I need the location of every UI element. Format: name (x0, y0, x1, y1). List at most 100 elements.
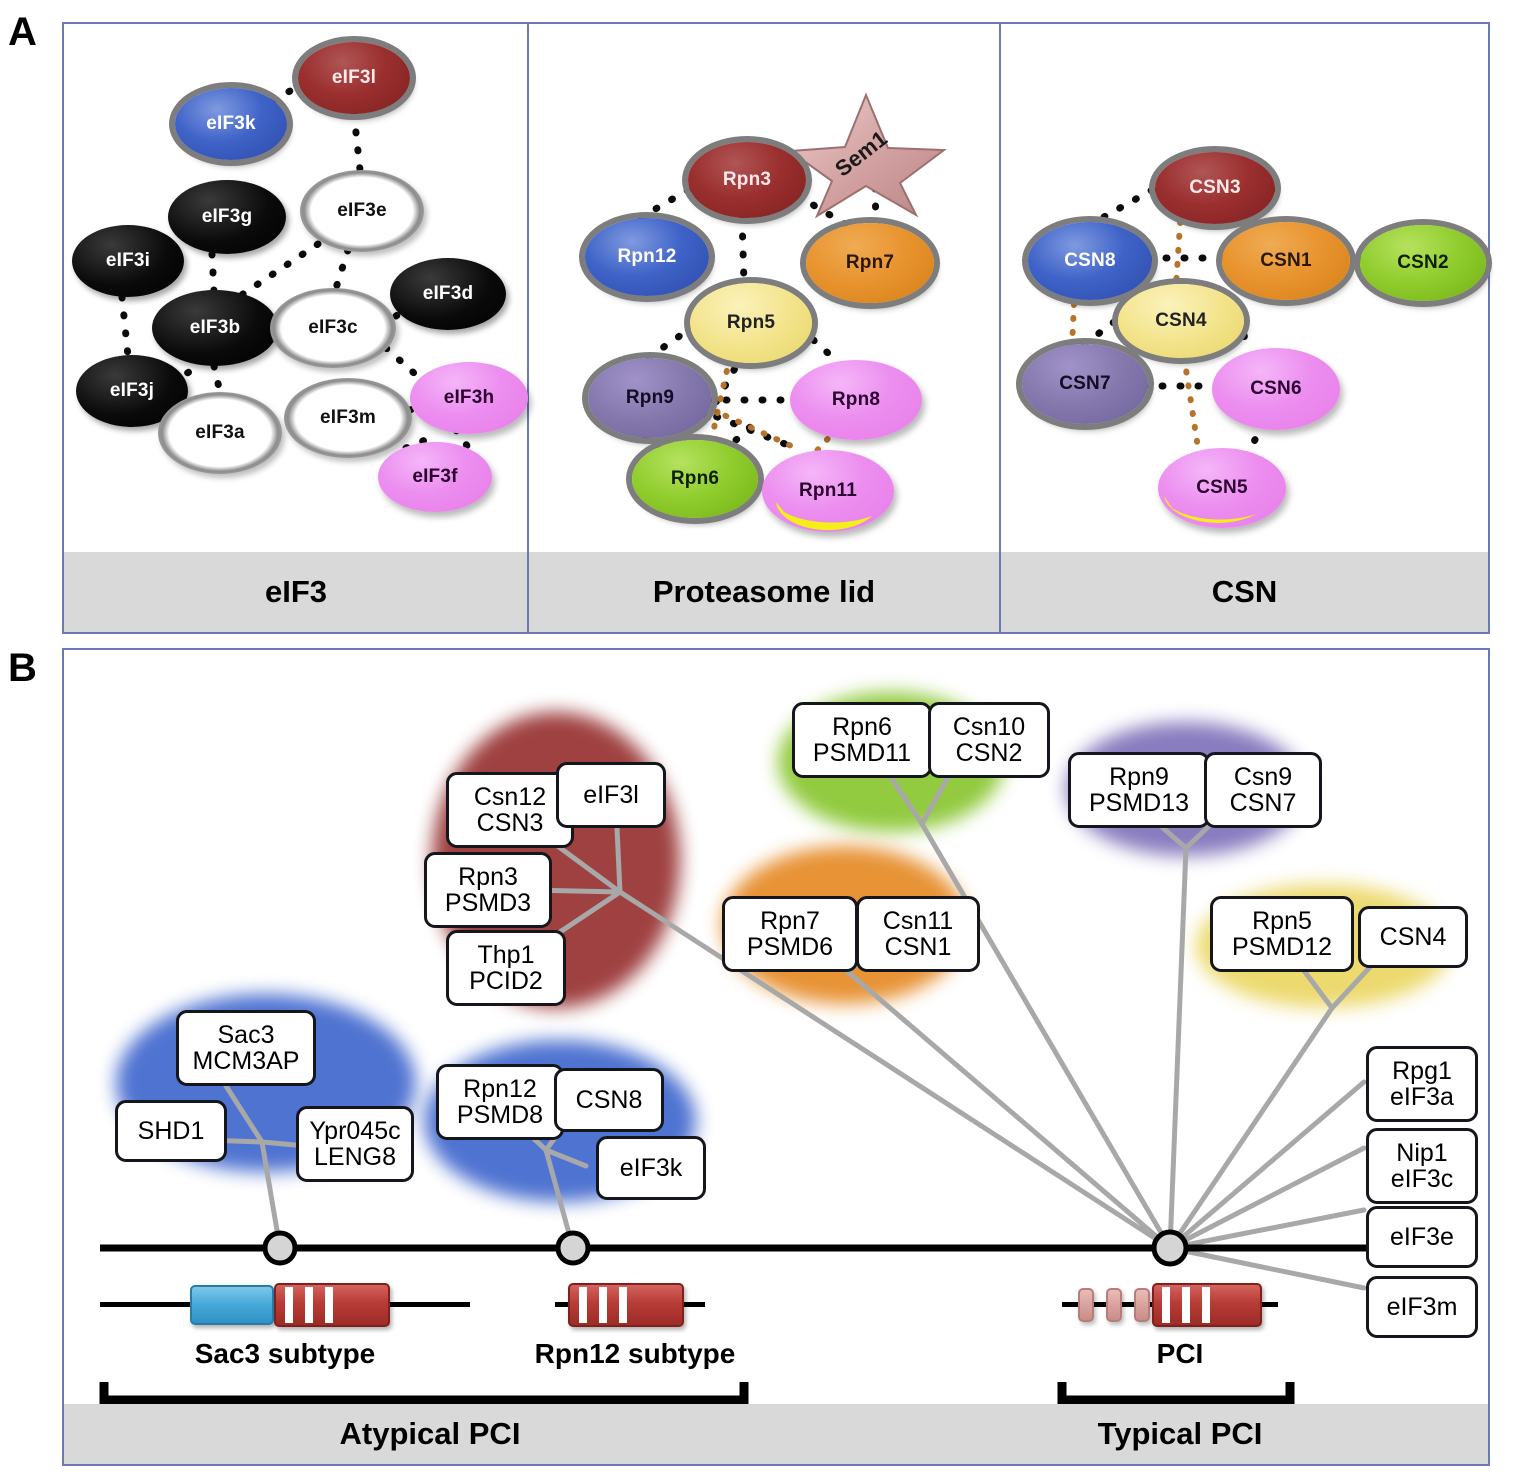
rpn12-domain-pci (568, 1283, 684, 1327)
panel-b-letter: B (8, 646, 37, 690)
node-eif3e[interactable]: eIF3e (300, 170, 424, 252)
node-csn8[interactable]: CSN8 (1028, 222, 1152, 300)
node-rpn11[interactable]: Rpn11 (762, 450, 894, 532)
node-rpn12[interactable]: Rpn12 (585, 218, 709, 296)
node-rpn11-label: Rpn11 (798, 480, 858, 501)
node-csn2[interactable]: CSN2 (1360, 225, 1486, 301)
node-eif3f[interactable]: eIF3f (378, 442, 492, 512)
bbox-csn9-csn7[interactable]: Csn9 CSN7 (1204, 752, 1322, 828)
panel-b-footer-band (64, 1404, 1488, 1464)
node-csn3[interactable]: CSN3 (1155, 152, 1275, 224)
bbox-rpn9-psmd13[interactable]: Rpn9 PSMD13 (1068, 752, 1210, 828)
node-eif3l-label: eIF3l (331, 67, 377, 88)
node-eif3c-label: eIF3c (308, 317, 358, 338)
node-eif3a[interactable]: eIF3a (158, 392, 282, 474)
bbox-eif3k[interactable]: eIF3k (596, 1136, 706, 1200)
node-eif3d[interactable]: eIF3d (390, 258, 506, 330)
bbox-eif3l[interactable]: eIF3l (556, 762, 666, 828)
bbox-rpg1-eif3a[interactable]: Rpg1 eIF3a (1366, 1046, 1478, 1122)
csn5-crescent-icon (1164, 496, 1256, 523)
node-eif3k[interactable]: eIF3k (175, 88, 287, 160)
node-eif3c[interactable]: eIF3c (270, 288, 396, 368)
bbox-csn11-csn1[interactable]: Csn11 CSN1 (856, 896, 980, 972)
node-rpn5[interactable]: Rpn5 (690, 283, 812, 363)
node-rpn12-label: Rpn12 (617, 246, 677, 267)
bbox-csn8[interactable]: CSN8 (554, 1068, 664, 1132)
pci-helix-3 (1134, 1288, 1150, 1322)
node-csn4[interactable]: CSN4 (1118, 284, 1244, 358)
bbox-sac3-mcm3ap[interactable]: Sac3 MCM3AP (176, 1010, 316, 1086)
bbox-rpn6-psmd11[interactable]: Rpn6 PSMD11 (792, 702, 932, 778)
panel-a-letter: A (8, 10, 37, 54)
node-eif3m-label: eIF3m (320, 407, 376, 428)
bbox-line: Rpn9 (1109, 762, 1169, 791)
bbox-rpn3-psmd3[interactable]: Rpn3 PSMD3 (424, 852, 552, 928)
bbox-ypr045c-leng8[interactable]: Ypr045c LENG8 (296, 1106, 414, 1182)
bbox-eif3m[interactable]: eIF3m (1366, 1276, 1478, 1338)
bbox-line: PSMD6 (746, 933, 834, 961)
node-eif3g[interactable]: eIF3g (168, 180, 286, 254)
panel-b-label-atypical-pci: Atypical PCI (339, 1416, 521, 1451)
node-csn7-label: CSN7 (1059, 373, 1111, 394)
node-eif3m[interactable]: eIF3m (284, 378, 412, 458)
node-rpn9[interactable]: Rpn9 (588, 358, 712, 438)
node-csn1[interactable]: CSN1 (1222, 222, 1350, 300)
bbox-line: Csn9 (1233, 762, 1293, 791)
node-rpn7[interactable]: Rpn7 (806, 223, 934, 303)
bbox-csn4[interactable]: CSN4 (1358, 906, 1468, 968)
node-csn6[interactable]: CSN6 (1212, 348, 1340, 430)
node-eif3f-label: eIF3f (412, 466, 458, 487)
node-rpn3-label: Rpn3 (722, 169, 772, 190)
node-csn5[interactable]: CSN5 (1158, 448, 1286, 528)
node-rpn3[interactable]: Rpn3 (688, 142, 806, 218)
bbox-nip1-eif3c[interactable]: Nip1 eIF3c (1366, 1128, 1478, 1204)
node-eif3i[interactable]: eIF3i (72, 225, 184, 297)
bbox-shd1[interactable]: SHD1 (115, 1100, 227, 1162)
node-csn3-label: CSN3 (1189, 177, 1241, 198)
node-rpn8-label: Rpn8 (831, 389, 881, 410)
bbox-rpn5-psmd12[interactable]: Rpn5 PSMD12 (1210, 896, 1354, 972)
bbox-csn12-csn3[interactable]: Csn12 CSN3 (446, 772, 574, 848)
node-csn7[interactable]: CSN7 (1022, 344, 1148, 424)
node-eif3a-label: eIF3a (195, 422, 245, 443)
bbox-line: PSMD11 (812, 739, 912, 767)
bbox-rpn7-psmd6[interactable]: Rpn7 PSMD6 (722, 896, 858, 972)
node-rpn7-label: Rpn7 (845, 252, 895, 273)
panel-a-label-proteasome-lid: Proteasome lid (652, 574, 876, 609)
node-sem1[interactable]: Sem1 (790, 95, 945, 217)
node-eif3b[interactable]: eIF3b (152, 290, 278, 366)
bbox-line: eIF3e (1390, 1222, 1454, 1251)
rpn11-crescent-icon (776, 502, 872, 531)
bbox-rpn12-psmd8[interactable]: Rpn12 PSMD8 (436, 1064, 564, 1140)
bbox-line: CSN4 (1379, 922, 1447, 951)
node-rpn8[interactable]: Rpn8 (790, 360, 922, 440)
node-eif3h-label: eIF3h (443, 387, 495, 408)
node-eif3l[interactable]: eIF3l (298, 42, 410, 114)
bbox-line: PSMD8 (456, 1101, 544, 1129)
node-sem1-label: Sem1 (830, 125, 892, 182)
bbox-line: eIF3c (1390, 1165, 1454, 1193)
bbox-line: CSN3 (476, 809, 544, 837)
pci-helix-1 (1078, 1288, 1094, 1322)
bbox-thp1-pcid2[interactable]: Thp1 PCID2 (446, 930, 566, 1006)
bbox-line: Rpn12 (463, 1074, 537, 1103)
bbox-eif3e[interactable]: eIF3e (1366, 1206, 1478, 1268)
domain-label-rpn12-subtype: Rpn12 subtype (534, 1338, 736, 1369)
node-rpn6[interactable]: Rpn6 (632, 440, 758, 518)
bbox-line: Sac3 (217, 1020, 275, 1049)
bbox-line: CSN2 (955, 739, 1023, 767)
panel-b-label-typical-pci: Typical PCI (1097, 1416, 1263, 1451)
bbox-csn10-csn2[interactable]: Csn10 CSN2 (928, 702, 1050, 778)
sac3-domain-blue (190, 1285, 274, 1325)
node-eif3g-label: eIF3g (201, 206, 253, 227)
panel-a-divider-2 (999, 22, 1001, 634)
bbox-line: PSMD12 (1231, 933, 1333, 961)
node-eif3h[interactable]: eIF3h (410, 362, 528, 434)
node-csn5-label: CSN5 (1196, 477, 1248, 498)
node-csn2-label: CSN2 (1397, 252, 1449, 273)
bbox-line: CSN1 (884, 933, 952, 961)
bbox-line: Ypr045c (309, 1116, 401, 1145)
pci-domain-pci (1152, 1283, 1262, 1327)
bbox-line: Rpn6 (832, 712, 892, 741)
